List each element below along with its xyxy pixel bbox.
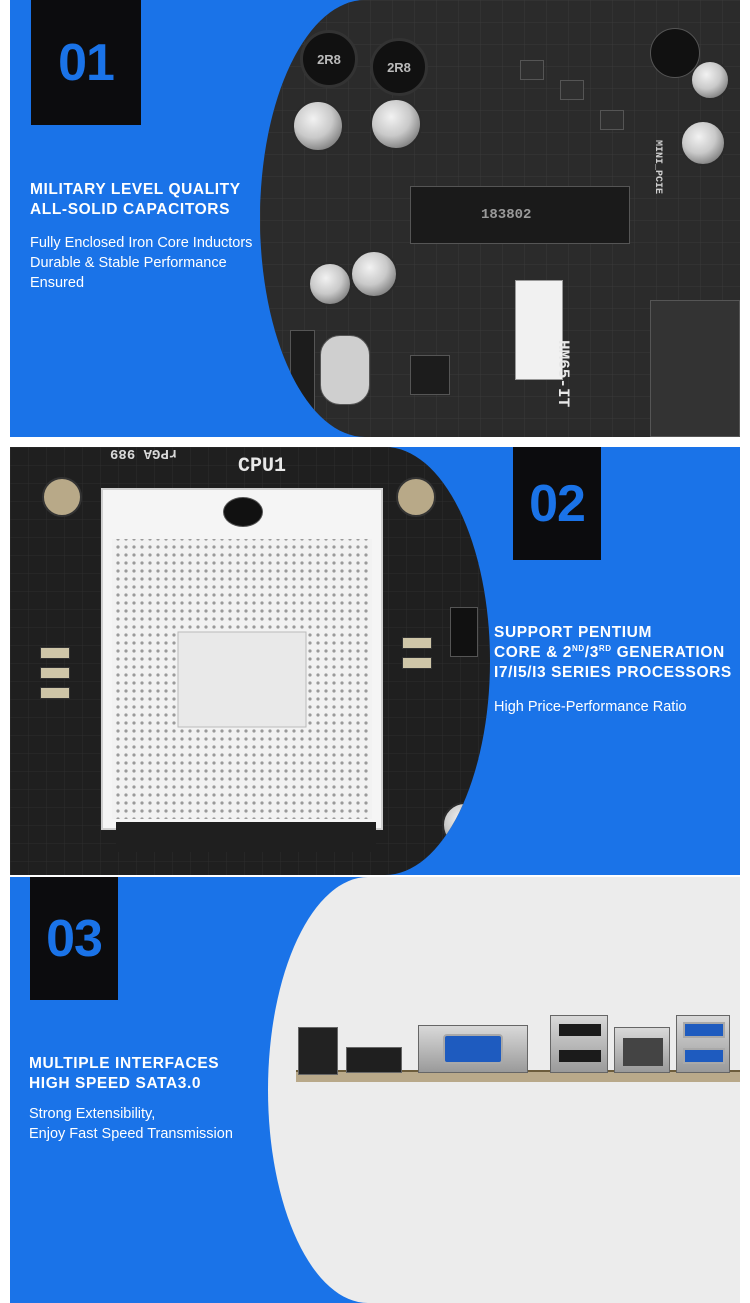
m2-slot: 183802 [410,186,630,244]
capacitor [680,120,726,166]
vga-port [418,1025,528,1073]
inductor-2: 2R8 [370,38,428,96]
section-description: Strong Extensibility, Enjoy Fast Speed T… [29,1106,233,1142]
smd-component [40,687,70,699]
small-chip [600,110,624,130]
chip-label: HM65-IT [554,340,572,408]
socket-model-label: rPGA 989 [110,447,178,461]
dc-power-jack [298,1027,338,1075]
ethernet-port [614,1027,670,1073]
usb-label: USB2 [261,395,272,420]
section-title: MULTIPLE INTERFACES HIGH SPEED SATA3.0 [29,1055,220,1092]
capacitor [308,262,352,306]
smd-component [40,647,70,659]
motherboard-photo-cpu-socket: CPU1 rPGA 989 [10,447,490,875]
side-chip [450,607,478,657]
smd-component [402,637,432,649]
buzzer [650,28,700,78]
capacitor [370,98,422,150]
motherboard-photo-capacitors: 2R8 2R8 183802 HM65-IT MINI_PCIE USB2 [260,0,740,437]
crystal [320,335,370,405]
capacitor [292,100,344,152]
feature-section-interfaces: 03 MULTIPLE INTERFACES HIGH SPEED SATA3.… [10,877,740,1303]
chipset [410,355,450,395]
feature-section-processors: CPU1 rPGA 989 02 SUPPORT PENTIUM CORE & … [10,447,740,875]
section-title: MILITARY LEVEL QUALITY ALL-SOLID CAPACIT… [30,181,241,218]
small-chip [560,80,584,100]
large-header [650,300,740,437]
capacitor [442,802,488,848]
smd-component [402,657,432,669]
power-connector [515,280,563,380]
hdmi-port [346,1047,402,1073]
socket-label: MINI_PCIE [652,140,663,195]
section-number-badge: 02 [513,447,601,560]
section-number-badge: 03 [30,877,118,1000]
motherboard-photo-io-ports [268,877,740,1303]
usb-port-stack [550,1015,608,1073]
cpu-label: CPU1 [238,455,287,478]
smd-component [40,667,70,679]
small-chip [520,60,544,80]
capacitor [350,250,398,298]
inductor-1: 2R8 [300,30,358,88]
usb3-port-stack [676,1015,730,1073]
mounting-hole [396,477,436,517]
section-description: Fully Enclosed Iron Core Inductors Durab… [30,235,253,291]
mounting-hole [42,477,82,517]
section-number-badge: 01 [31,0,141,125]
section-title: SUPPORT PENTIUM CORE & 2nd/3rd GENERATIO… [494,624,732,681]
section-description: High Price-Performance Ratio [494,699,687,715]
socket-latch [223,497,263,527]
feature-section-capacitors: 2R8 2R8 183802 HM65-IT MINI_PCIE USB2 01… [10,0,740,437]
capacitor [690,60,730,100]
header-block [290,330,315,420]
